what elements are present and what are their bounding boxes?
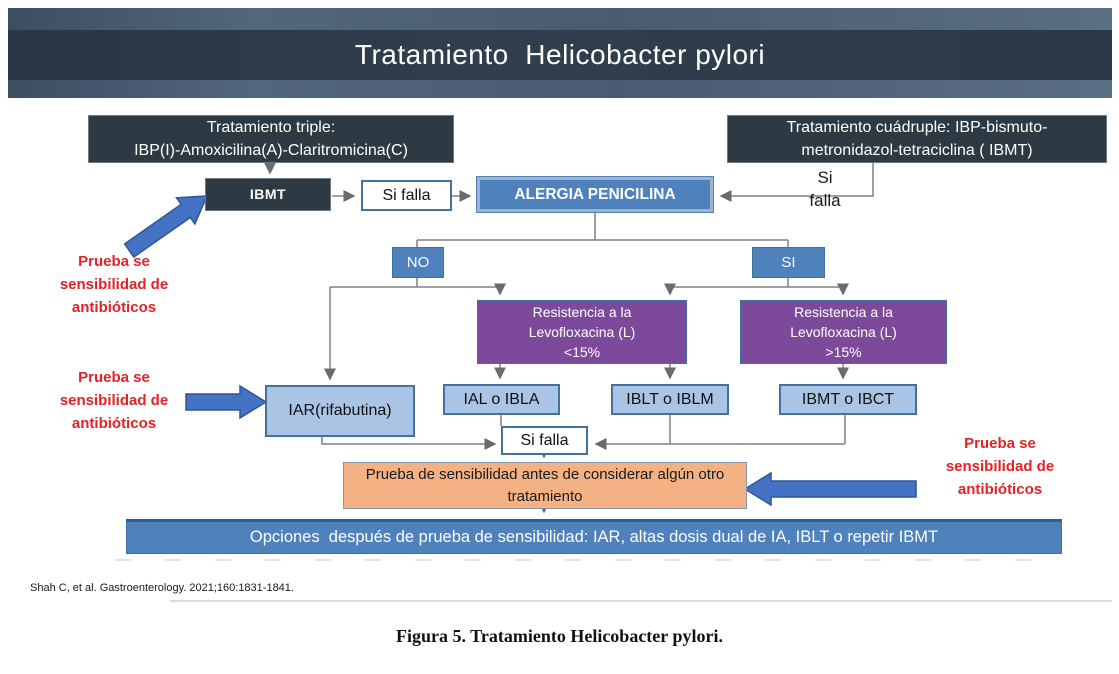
si-label: SI [781, 254, 796, 271]
si-falla-right-line1: Si [817, 168, 833, 187]
red-note-2-line2: sensibilidad de [59, 392, 169, 409]
blue-arrow-to-ibmt-icon [123, 195, 209, 259]
red-note-mid-left: Prueba se sensibilidad de antibióticos [38, 366, 190, 435]
prueba-line2: tratamiento [507, 487, 583, 505]
lt15-line2: Levofloxacina (L) [528, 324, 636, 340]
iar-label: IAR(rifabutina) [288, 402, 392, 419]
red-note-right: Prueba se sensibilidad de antibióticos [920, 432, 1080, 501]
arrow-cuadruple-to-alergia [719, 163, 874, 202]
arrow-iar-to-sifalla2 [321, 437, 497, 450]
lt15-line3: <15% [563, 344, 601, 360]
red-note-2-line1: Prueba se [78, 369, 150, 386]
red-note-2-line3: antibióticos [71, 415, 157, 432]
triple-therapy-line2: IBP(I)-Amoxicilina(A)-Claritromicina(C) [134, 142, 408, 159]
prueba-line1: Prueba de sensibilidad antes de consider… [365, 465, 725, 483]
split-no [330, 278, 500, 288]
triple-therapy-line1: Tratamiento triple: [206, 119, 336, 136]
slide-title: Tratamiento Helicobacter pylori [354, 39, 766, 70]
si-falla-2-label: Si falla [520, 431, 569, 449]
opciones-box: Opciones después de prueba de sensibilid… [126, 519, 1062, 554]
cuadruple-therapy-box: Tratamiento cuádruple: IBP-bismuto- metr… [727, 115, 1107, 163]
ibmt-box: IBMT [205, 178, 331, 211]
title-banner: Tratamiento Helicobacter pylori [8, 8, 1112, 98]
iblt-label: IBLT o IBLM [626, 390, 714, 408]
alergia-label: ALERGIA PENICILINA [514, 185, 676, 203]
si-falla-box-1: Si falla [361, 180, 452, 211]
ibmt2-box: IBMT o IBCT [779, 384, 917, 415]
no-box: NO [392, 247, 444, 278]
ibmt-label: IBMT [249, 186, 287, 202]
alergia-penicilina-box: ALERGIA PENICILINA [476, 176, 714, 213]
si-falla-box-2: Si falla [501, 426, 588, 455]
iblt-box: IBLT o IBLM [611, 384, 729, 415]
red-note-1-line3: antibióticos [71, 299, 157, 316]
blue-arrow-to-prueba-icon [743, 471, 917, 507]
red-note-3-line1: Prueba se [964, 435, 1036, 452]
si-falla-right-label: Si falla [790, 166, 860, 212]
prueba-sensibilidad-box: Prueba de sensibilidad antes de consider… [343, 462, 747, 509]
ial-label: IAL o IBLA [463, 390, 540, 408]
ibmt2-label: IBMT o IBCT [801, 390, 895, 408]
cuadruple-line1: Tratamiento cuádruple: IBP-bismuto- [786, 119, 1048, 136]
blue-arrow-to-iar-icon [185, 384, 268, 420]
title-band: Tratamiento Helicobacter pylori [8, 30, 1112, 80]
iar-box: IAR(rifabutina) [265, 385, 415, 437]
opciones-label: Opciones después de prueba de sensibilid… [249, 528, 939, 546]
gt15-line2: Levofloxacina (L) [790, 324, 897, 340]
triple-therapy-box: Tratamiento triple: IBP(I)-Amoxicilina(A… [88, 115, 454, 163]
citation: Shah C, et al. Gastroenterology. 2021;16… [30, 582, 294, 594]
resistencia-lt15-box: Resistencia a la Levofloxacina (L) <15% [477, 300, 687, 364]
si-box: SI [752, 247, 825, 278]
red-note-top-left: Prueba se sensibilidad de antibióticos [38, 250, 190, 319]
red-note-1-line2: sensibilidad de [59, 276, 169, 293]
red-note-3-line3: antibióticos [957, 481, 1043, 498]
si-falla-right-line2: falla [809, 191, 841, 210]
red-note-1-line1: Prueba se [78, 253, 150, 270]
red-note-3-line2: sensibilidad de [945, 458, 1055, 475]
figure-caption: Figura 5. Tratamiento Helicobacter pylor… [396, 626, 723, 646]
no-label: NO [406, 254, 430, 271]
gt15-line3: >15% [825, 344, 862, 360]
lines-down-to-join [669, 415, 846, 444]
si-falla-1-label: Si falla [382, 186, 431, 204]
lt15-line1: Resistencia a la [532, 304, 632, 320]
split-si [670, 278, 843, 288]
split-alergia [416, 211, 789, 247]
resistencia-gt15-box: Resistencia a la Levofloxacina (L) >15% [740, 300, 947, 364]
ial-box: IAL o IBLA [443, 384, 560, 415]
cuadruple-line2: metronidazol-tetraciclina ( IBMT) [801, 142, 1033, 159]
gt15-line1: Resistencia a la [794, 304, 893, 320]
